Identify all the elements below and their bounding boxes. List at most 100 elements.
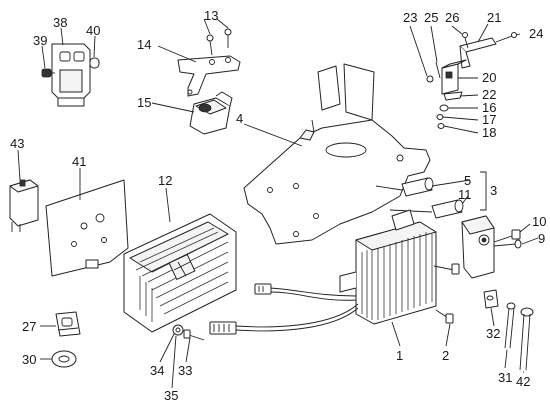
screw-13a bbox=[206, 34, 214, 56]
callout-31: 31 bbox=[498, 370, 512, 385]
washer-9 bbox=[493, 239, 522, 249]
leader-21 bbox=[477, 23, 489, 43]
callout-14: 14 bbox=[137, 37, 151, 52]
callout-1: 1 bbox=[396, 348, 403, 363]
leader-25 bbox=[430, 25, 438, 63]
callout-33: 33 bbox=[178, 363, 192, 378]
leader-14 bbox=[157, 45, 197, 63]
screw-13b bbox=[224, 28, 232, 48]
connector-b bbox=[209, 321, 237, 335]
leader-39 bbox=[41, 45, 46, 69]
leader-26 bbox=[451, 25, 463, 35]
relay-43 bbox=[9, 179, 39, 232]
leader-2 bbox=[445, 323, 451, 347]
callout-11: 11 bbox=[458, 187, 472, 202]
bolt-2a bbox=[433, 263, 460, 275]
screw-26 bbox=[462, 32, 469, 49]
callout-17: 17 bbox=[482, 112, 496, 127]
washer-18 bbox=[437, 123, 445, 129]
bolt-11-shaft bbox=[389, 209, 433, 213]
leader-38 bbox=[60, 27, 64, 46]
bolt-5-shaft bbox=[375, 185, 403, 191]
grommet-30 bbox=[51, 350, 77, 368]
spacer-40 bbox=[89, 57, 100, 69]
relay-20 bbox=[441, 59, 467, 95]
callout-35: 35 bbox=[164, 388, 178, 403]
callout-12: 12 bbox=[158, 173, 172, 188]
clip-27 bbox=[55, 311, 81, 337]
leader-13b bbox=[216, 18, 229, 29]
bolt-10 bbox=[493, 229, 521, 243]
leader-1 bbox=[391, 321, 401, 347]
callout-22: 22 bbox=[482, 87, 496, 102]
heatsink-regulator-12 bbox=[123, 213, 237, 333]
callout-30: 30 bbox=[22, 352, 36, 367]
callout-3: 3 bbox=[490, 183, 497, 198]
callout-42: 42 bbox=[516, 374, 530, 389]
leader-32 bbox=[490, 307, 495, 327]
connector-a bbox=[254, 283, 272, 295]
callout-20: 20 bbox=[482, 70, 496, 85]
leader-10 bbox=[519, 223, 531, 233]
regulator-unit-1 bbox=[339, 209, 437, 325]
callout-9: 9 bbox=[538, 231, 545, 246]
callout-40: 40 bbox=[86, 23, 100, 38]
callout-21: 21 bbox=[487, 10, 501, 25]
callout-16: 16 bbox=[482, 100, 496, 115]
mounting-plate-4 bbox=[243, 63, 431, 245]
callout-10: 10 bbox=[532, 214, 546, 229]
callout-2: 2 bbox=[442, 348, 449, 363]
cable-lower-b bbox=[235, 307, 359, 332]
leader-24 bbox=[515, 33, 521, 36]
leader-12 bbox=[165, 187, 171, 223]
bolt-39 bbox=[41, 68, 55, 78]
leader-35 bbox=[171, 335, 177, 389]
washer-16 bbox=[439, 104, 449, 112]
leader-31 bbox=[504, 349, 508, 369]
screw-24 bbox=[495, 32, 517, 43]
cable-upper-b bbox=[269, 291, 357, 301]
leader-33 bbox=[185, 337, 191, 363]
bracket-21 bbox=[459, 37, 497, 69]
cable-lower bbox=[235, 303, 359, 328]
callout-23: 23 bbox=[403, 10, 417, 25]
leader-23 bbox=[409, 25, 428, 77]
callout-18: 18 bbox=[482, 125, 496, 140]
spacer-11 bbox=[431, 199, 464, 219]
mounting-plate-41 bbox=[45, 179, 129, 277]
nut-23 bbox=[426, 75, 434, 83]
leader-22 bbox=[459, 94, 479, 97]
leader-11 bbox=[461, 195, 469, 205]
callout-13: 13 bbox=[204, 8, 218, 23]
callout-43: 43 bbox=[10, 136, 24, 151]
nut-35 bbox=[172, 324, 184, 336]
bracket-14 bbox=[177, 55, 241, 97]
leader-18 bbox=[443, 125, 479, 134]
leader-15 bbox=[151, 102, 195, 113]
callout-24: 24 bbox=[529, 26, 543, 41]
cable-upper bbox=[269, 287, 357, 297]
callout-27: 27 bbox=[22, 319, 36, 334]
callout-25: 25 bbox=[424, 10, 438, 25]
leader-9 bbox=[521, 237, 539, 245]
callout-15: 15 bbox=[137, 95, 151, 110]
screw-25 bbox=[435, 61, 441, 79]
bolt-2b bbox=[435, 309, 454, 324]
callout-26: 26 bbox=[445, 10, 459, 25]
leader-40 bbox=[93, 35, 96, 58]
bracket-22 bbox=[443, 91, 463, 101]
bolt-42 bbox=[519, 307, 534, 371]
bolt-31 bbox=[504, 302, 516, 349]
clip-32 bbox=[483, 289, 499, 309]
callout-38: 38 bbox=[53, 15, 67, 30]
nut-17 bbox=[436, 114, 444, 120]
callout-5: 5 bbox=[464, 173, 471, 188]
leader-4 bbox=[243, 123, 303, 147]
screw-33 bbox=[183, 329, 205, 341]
leader-5 bbox=[431, 179, 471, 187]
callout-4: 4 bbox=[236, 111, 243, 126]
leader-34 bbox=[159, 333, 175, 363]
callout-32: 32 bbox=[486, 326, 500, 341]
